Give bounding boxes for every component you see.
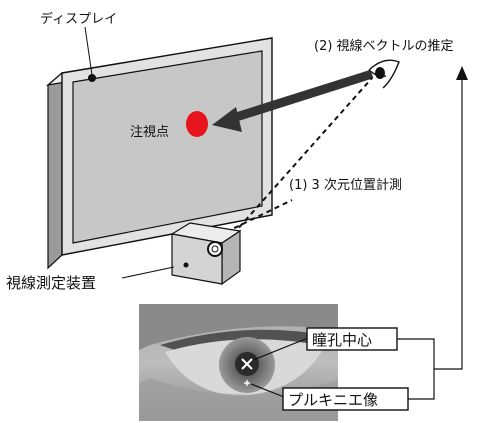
data-flow-connector: [397, 78, 463, 400]
data-flow-arrowhead: [456, 66, 468, 80]
display-screen: [72, 50, 263, 244]
purkinje-reflection: [244, 380, 250, 386]
display-label: ディスプレイ: [40, 11, 117, 27]
display-frame-side: [47, 71, 63, 270]
eye-icon: [368, 59, 400, 89]
display-corner-marker: [88, 74, 96, 82]
gaze-measurement-device: [170, 222, 242, 286]
display-monitor: [45, 37, 273, 270]
pupil-center-label: 瞳孔中心: [312, 331, 372, 349]
position-measurement-label: (1) 3 次元位置計測: [289, 177, 402, 193]
gaze-vector-estimation-label: (2) 視線ベクトルの推定: [314, 38, 454, 54]
gaze-point-label: 注視点: [130, 125, 169, 140]
pupil-center-callout: 瞳孔中心: [252, 327, 398, 361]
display-leader: [84, 26, 93, 76]
purkinje-image-callout: プルキニエ像: [250, 383, 409, 411]
gaze-measurement-device-label: 視線測定装置: [6, 274, 96, 292]
purkinje-image-label: プルキニエ像: [288, 391, 378, 409]
gaze-point-dot: [186, 111, 208, 137]
device-leader: [121, 266, 175, 279]
gaze-vector-arrow: [212, 69, 374, 132]
x-marker-icon: [241, 358, 253, 370]
